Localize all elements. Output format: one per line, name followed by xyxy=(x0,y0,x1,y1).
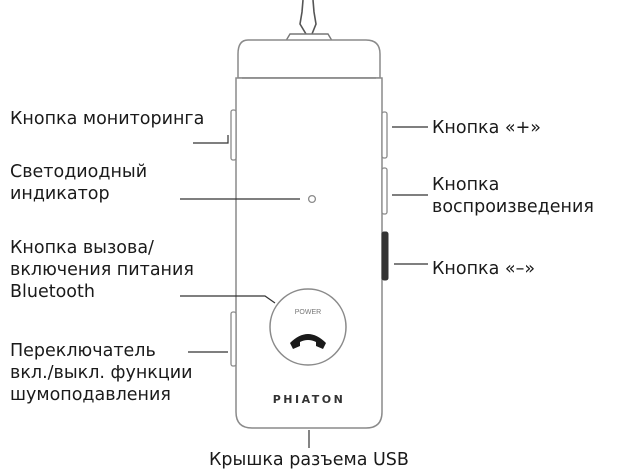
play-button xyxy=(381,167,388,215)
device-body xyxy=(235,39,383,429)
label-minus-button: Кнопка «–» xyxy=(432,259,536,279)
minus-button xyxy=(381,231,389,281)
led-indicator xyxy=(307,194,317,204)
phone-handset-icon xyxy=(290,334,326,349)
label-power-button: Кнопка вызова/ включения питания Bluetoo… xyxy=(10,238,194,302)
label-plus-button: Кнопка «+» xyxy=(432,118,541,138)
nc-switch xyxy=(230,311,237,367)
leader-power xyxy=(180,295,276,304)
brand-logo: PHIATON xyxy=(273,393,346,406)
label-nc-switch: Переключатель вкл./выкл. функции шумопод… xyxy=(10,341,193,405)
power-button-text: POWER xyxy=(295,309,321,316)
power-button: POWER xyxy=(269,288,347,366)
monitor-button xyxy=(230,109,237,161)
cable xyxy=(299,0,317,35)
label-led-indicator: Светодиодный индикатор xyxy=(10,162,148,204)
label-usb-cover: Крышка разъема USB xyxy=(209,450,409,470)
plus-button xyxy=(381,111,388,159)
leader-monitor xyxy=(193,135,229,144)
label-play-button: Кнопка воспроизведения xyxy=(432,175,594,217)
label-monitor-button: Кнопка мониторинга xyxy=(10,109,205,129)
leader-lines xyxy=(180,126,428,448)
